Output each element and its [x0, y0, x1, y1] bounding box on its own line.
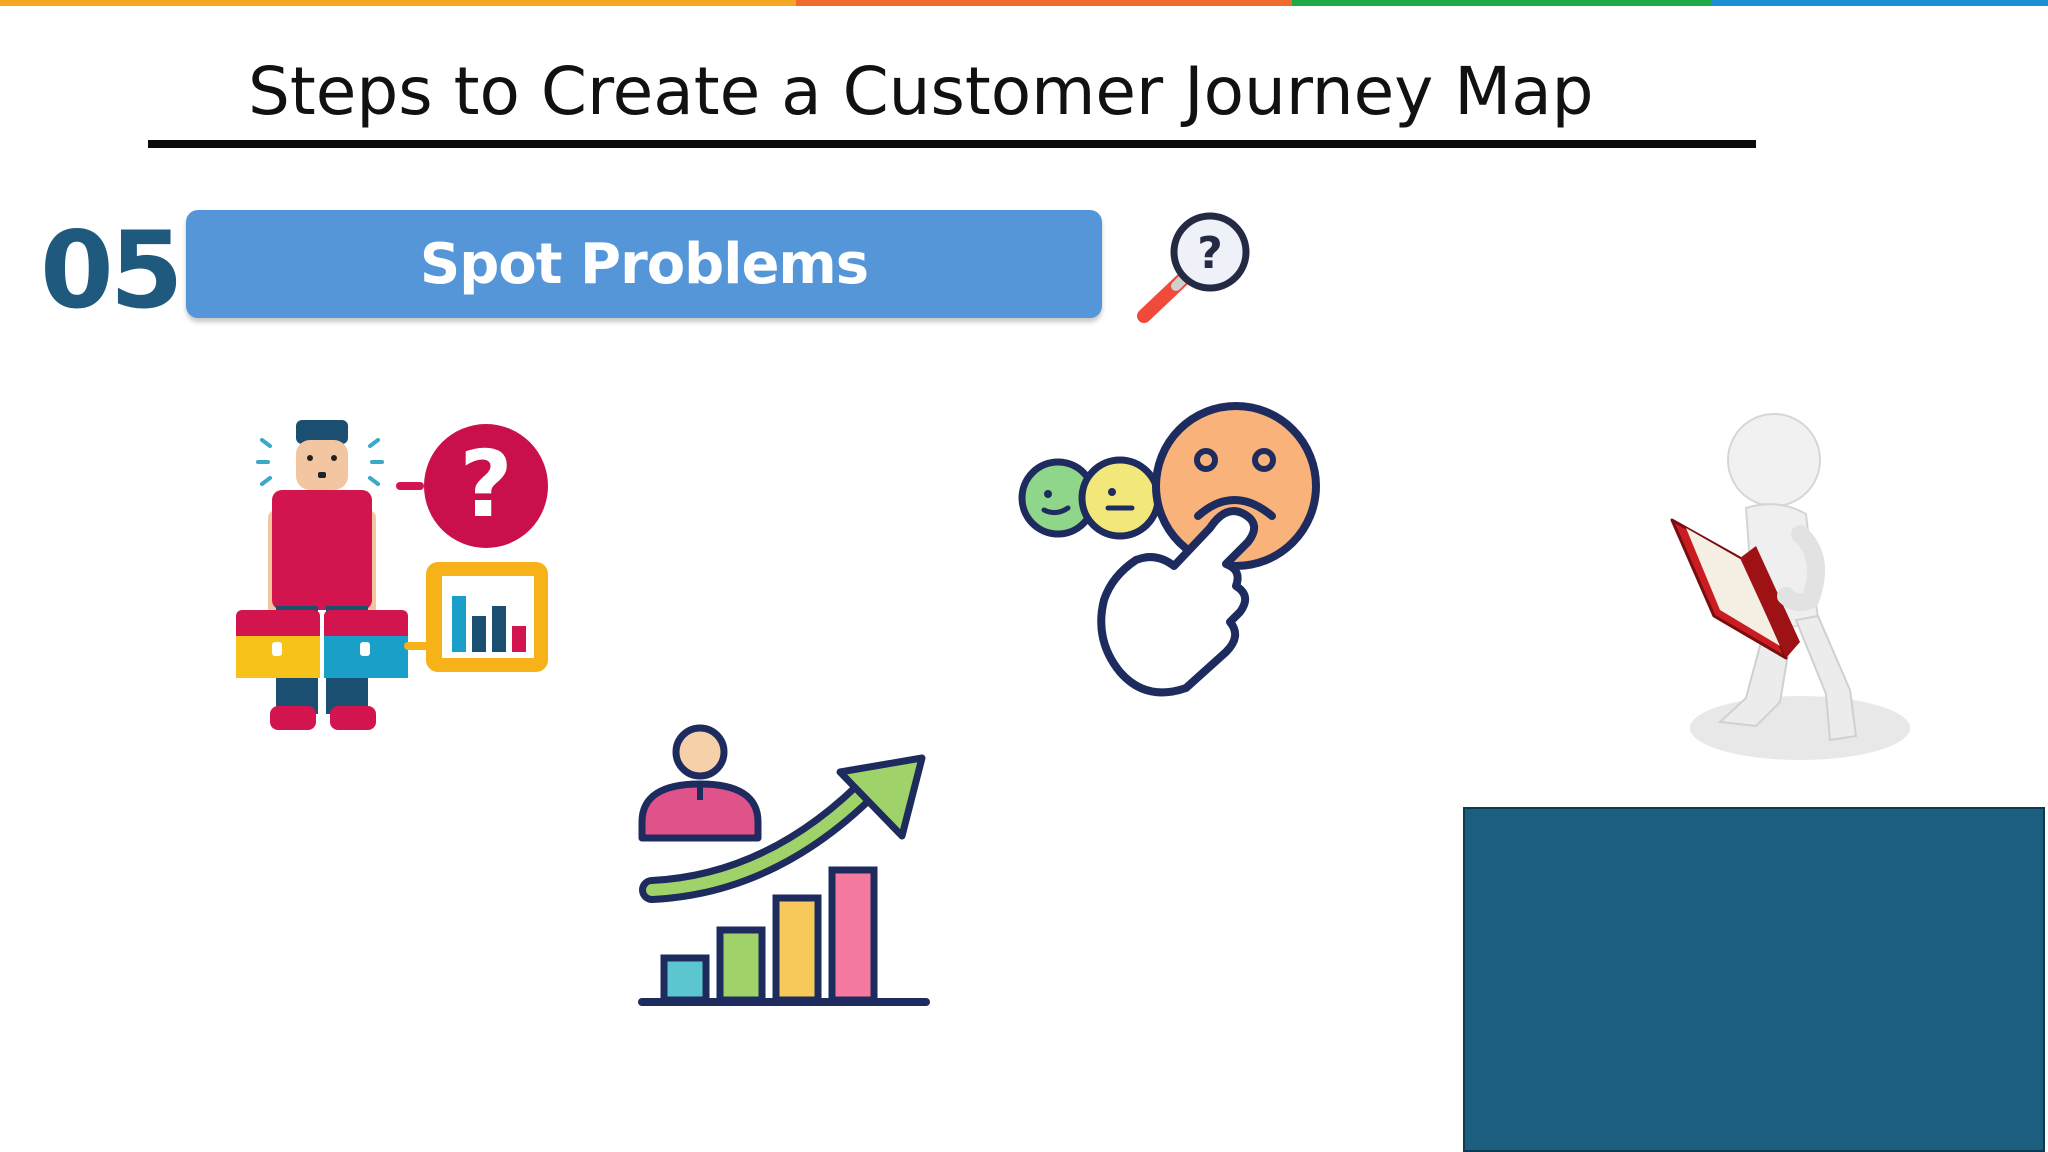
- growth-chart-icon: [638, 724, 930, 1006]
- magnifier-question-icon: ?: [1137, 212, 1250, 323]
- slide-title: Steps to Create a Customer Journey Map: [248, 53, 1594, 130]
- content-panel: [1463, 807, 2045, 1152]
- top-accent-bar: [0, 0, 2048, 6]
- reading-figure-icon: [1670, 413, 1910, 760]
- step-number: 05: [40, 209, 184, 332]
- step-label: Spot Problems: [419, 231, 869, 297]
- step-label-pill: Spot Problems: [186, 210, 1102, 318]
- confused-traveler-icon: ?: [236, 420, 548, 730]
- feedback-emoji-icon: [1018, 402, 1320, 697]
- svg-text:?: ?: [1197, 228, 1223, 279]
- title-underline: [148, 140, 1756, 148]
- svg-text:?: ?: [459, 431, 512, 538]
